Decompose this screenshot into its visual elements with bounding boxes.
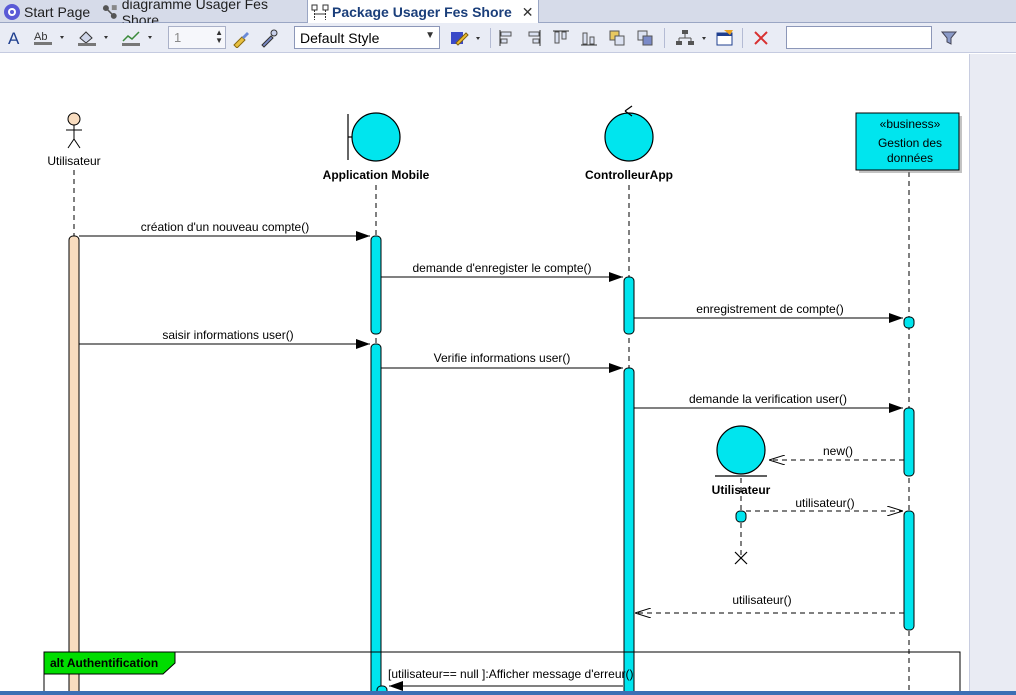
message-label: demande la verification user() (689, 392, 847, 406)
entity-utilisateur[interactable] (715, 425, 767, 477)
tab-label: Package Usager Fes Shore (332, 4, 512, 20)
fragment-label: alt Authentification (50, 656, 158, 670)
text-color-icon[interactable]: Ab (30, 27, 70, 49)
layout-diagram-icon[interactable] (672, 27, 712, 49)
activation-controller-1 (623, 276, 635, 335)
delete-icon[interactable] (750, 27, 772, 49)
actor-utilisateur[interactable] (66, 112, 82, 149)
tab-package-usager[interactable]: Package Usager Fes Shore ✕ (307, 0, 539, 24)
diagram-toolbar: A Ab 1 ▲▼ Default Style ▼ (0, 23, 1016, 53)
message-label: enregistrement de compte() (696, 302, 843, 316)
start-page-icon (4, 3, 20, 20)
message-demande-verification[interactable]: demande la verification user() (634, 392, 903, 413)
close-icon[interactable]: ✕ (521, 3, 534, 20)
chevron-down-icon: ▼ (425, 30, 435, 41)
document-tab-bar: Start Page diagramme Usager Fes Shore Pa… (0, 0, 1016, 28)
get-style-icon[interactable] (258, 27, 280, 49)
sequence-diagram: Utilisateur Application Mobile Controlle… (43, 105, 962, 691)
align-left-icon[interactable] (496, 27, 518, 49)
fragment-alt-authentification[interactable] (43, 651, 961, 691)
activation-app-2 (370, 343, 382, 691)
highlight-style-icon[interactable] (446, 27, 486, 49)
tab-label: Start Page (24, 3, 91, 20)
message-label: utilisateur() (795, 496, 854, 510)
destroy-mark (734, 551, 748, 565)
message-afficher-erreur[interactable]: [utilisateur== null ]:Afficher message d… (388, 667, 634, 691)
message-label: new() (823, 444, 853, 458)
message-label: [utilisateur== null ]:Afficher message d… (388, 667, 634, 681)
vertical-scrollbar[interactable] (969, 54, 1016, 691)
status-strip (0, 691, 1016, 695)
diagram-filter-input[interactable] (786, 26, 932, 49)
line-width-value: 1 (174, 30, 182, 45)
line-color-icon[interactable] (118, 27, 158, 49)
boundary-application-mobile[interactable] (347, 112, 401, 162)
activation-app-nested (376, 685, 388, 691)
business-name-line2: données (887, 151, 933, 165)
entity-utilisateur-label: Utilisateur (712, 483, 771, 497)
align-right-icon[interactable] (522, 27, 544, 49)
style-select[interactable]: Default Style ▼ (294, 26, 440, 49)
message-creation-compte[interactable]: création d'un nouveau compte() (79, 220, 370, 241)
control-controlleurapp-label: ControlleurApp (585, 168, 673, 182)
apply-style-icon[interactable] (230, 27, 252, 49)
line-width-stepper[interactable]: 1 ▲▼ (168, 26, 226, 49)
tab-diagramme-usager[interactable]: diagramme Usager Fes Shore (98, 0, 306, 28)
bring-front-icon[interactable] (634, 27, 656, 49)
activation-created-utilisateur (735, 510, 747, 523)
message-label: création d'un nouveau compte() (141, 220, 309, 234)
message-verifie-informations[interactable]: Verifie informations user() (381, 351, 623, 373)
svg-text:Ab: Ab (34, 31, 47, 43)
message-demande-enregistrer[interactable]: demande d'enregister le compte() (381, 261, 623, 282)
message-utilisateur-return-1[interactable]: utilisateur() (746, 496, 903, 511)
boundary-application-mobile-label: Application Mobile (323, 168, 430, 182)
message-label: demande d'enregister le compte() (412, 261, 591, 275)
svg-text:A: A (8, 29, 20, 47)
message-label: saisir informations user() (162, 328, 293, 342)
tab-start-page[interactable]: Start Page (0, 0, 95, 23)
package-diagram-icon (311, 4, 329, 20)
activation-business-1 (903, 316, 915, 329)
stepper-arrows-icon[interactable]: ▲▼ (215, 28, 223, 45)
message-label: Verifie informations user() (434, 351, 571, 365)
business-stereotype: «business» (880, 117, 941, 131)
actor-utilisateur-label: Utilisateur (47, 154, 100, 168)
diagram-icon (102, 4, 117, 19)
same-size-icon[interactable] (606, 27, 628, 49)
message-enregistrement-compte[interactable]: enregistrement de compte() (634, 302, 903, 323)
activation-app-1 (370, 235, 382, 335)
fill-color-icon[interactable] (74, 27, 114, 49)
diagram-canvas[interactable]: Utilisateur Application Mobile Controlle… (0, 54, 969, 691)
business-name-line1: Gestion des (878, 136, 942, 150)
filter-icon[interactable] (938, 27, 960, 49)
align-bottom-icon[interactable] (578, 27, 600, 49)
message-utilisateur-return-2[interactable]: utilisateur() (635, 593, 904, 613)
business-gestion-donnees[interactable] (855, 112, 962, 173)
activation-utilisateur (68, 235, 80, 691)
message-new[interactable]: new() (769, 444, 904, 460)
activation-business-2 (903, 407, 915, 477)
align-top-icon[interactable] (550, 27, 572, 49)
style-select-value: Default Style (300, 30, 380, 46)
message-saisir-informations[interactable]: saisir informations user() (79, 328, 370, 349)
control-controlleurapp[interactable] (604, 105, 654, 162)
activation-business-3 (903, 510, 915, 631)
diagram-properties-icon[interactable] (714, 27, 736, 49)
font-icon[interactable]: A (3, 27, 25, 49)
activation-controller-2 (623, 367, 635, 691)
message-label: utilisateur() (732, 593, 791, 607)
